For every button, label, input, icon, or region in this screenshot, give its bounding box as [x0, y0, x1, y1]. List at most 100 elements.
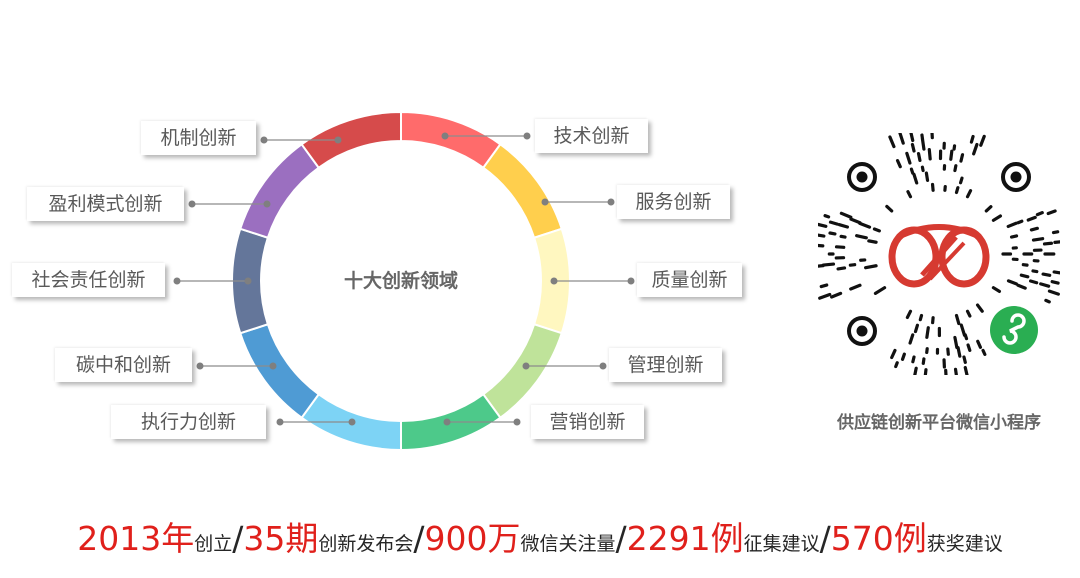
mini-program-qr-code — [818, 133, 1060, 375]
qr-module — [923, 368, 928, 375]
qr-module — [953, 164, 958, 173]
qr-module — [848, 263, 857, 267]
qr-module — [921, 357, 926, 365]
ring-segment-management — [481, 323, 563, 420]
stat-followers-unit: 万 — [487, 519, 521, 558]
qr-module — [1052, 270, 1060, 275]
brand-logo-icon — [881, 196, 997, 312]
connector-dot-profit-model-end — [188, 200, 196, 208]
stat-awards-desc: 获奖建议 — [926, 533, 1003, 555]
qr-module — [920, 165, 925, 173]
qr-module — [836, 266, 847, 271]
stat-year-unit: 年 — [161, 519, 195, 558]
qr-module — [920, 137, 926, 151]
qr-module — [818, 243, 825, 248]
connector-dot-carbon-neutral-end — [196, 362, 204, 370]
qr-module — [1016, 219, 1024, 225]
label-mechanism-innovation: 机制创新 — [141, 121, 256, 155]
qr-module — [830, 291, 843, 299]
qr-module — [839, 234, 847, 239]
qr-module — [818, 222, 828, 228]
qr-module — [966, 343, 972, 352]
qr-module — [909, 167, 915, 175]
qr-module — [913, 366, 918, 375]
stat-followers-desc: 微信关注量 — [520, 533, 616, 555]
connector-dot-mechanism-start — [334, 136, 342, 144]
center-title: 十大创新领域 — [343, 270, 458, 292]
qr-module — [895, 159, 902, 169]
qr-module — [913, 323, 919, 334]
qr-module — [873, 286, 887, 295]
connector-dot-tech-start — [441, 132, 449, 140]
label-tech-innovation: 技术创新 — [535, 119, 648, 153]
connector-dot-quality-start — [550, 277, 558, 285]
ring-segment-profit-model — [239, 142, 321, 239]
qr-module — [818, 292, 832, 300]
qr-module — [1044, 298, 1051, 304]
qr-module — [1039, 282, 1051, 288]
qr-module — [953, 367, 958, 375]
ring-segment-service — [481, 142, 563, 239]
label-profit-model-innovation: 盈利模式创新 — [27, 187, 184, 221]
qr-module — [890, 348, 897, 360]
qr-module — [975, 303, 984, 313]
qr-module — [956, 345, 962, 358]
qr-module — [920, 133, 925, 141]
qr-module — [821, 262, 836, 267]
qr-module — [834, 245, 846, 249]
connector-dot-tech-end — [523, 132, 531, 140]
qr-module — [858, 221, 872, 229]
qr-module — [864, 264, 878, 270]
label-execution-innovation: 执行力创新 — [111, 405, 266, 439]
connector-dot-carbon-neutral-start — [269, 362, 277, 370]
qr-module — [828, 231, 837, 236]
qr-module — [855, 234, 868, 240]
connector-dot-management-end — [599, 362, 607, 370]
qr-module — [837, 223, 849, 229]
connector-dot-management-start — [522, 362, 530, 370]
qr-module — [818, 233, 826, 238]
label-marketing-innovation: 营销创新 — [531, 405, 644, 439]
label-service-innovation: 服务创新 — [617, 185, 730, 219]
label-social-responsibility-innovation: 社会责任创新 — [12, 263, 165, 297]
stat-sessions-unit: 期 — [285, 519, 319, 558]
qr-finder-eye — [847, 316, 877, 346]
connector-dot-profit-model-start — [263, 200, 271, 208]
qr-module — [905, 151, 912, 165]
stat-separator: / — [232, 519, 244, 558]
qr-module — [908, 333, 915, 345]
qr-module — [1029, 279, 1039, 285]
qr-module — [1009, 234, 1019, 239]
qr-module — [972, 142, 979, 156]
qr-finder-dot — [1010, 171, 1022, 183]
stat-awards-number: 570 — [830, 519, 894, 558]
qr-module — [867, 239, 878, 244]
qr-module — [953, 335, 959, 350]
qr-module — [900, 352, 906, 361]
stat-awards-unit: 例 — [893, 519, 927, 558]
connector-dot-marketing-start — [443, 418, 451, 426]
qr-module — [849, 217, 862, 225]
qr-module — [894, 361, 899, 369]
qr-module — [959, 153, 965, 163]
qr-module — [909, 133, 915, 143]
stat-sessions-number: 35 — [243, 519, 286, 558]
qr-module — [963, 333, 969, 341]
qr-module — [979, 134, 986, 147]
qr-module — [963, 365, 969, 375]
qr-module — [839, 211, 853, 219]
qr-module — [1041, 272, 1052, 277]
stat-separator: / — [615, 519, 627, 558]
qr-module — [1046, 209, 1057, 216]
qr-module — [976, 339, 983, 349]
stat-separator: / — [413, 519, 425, 558]
stat-separator: / — [819, 519, 831, 558]
connector-dot-social-responsibility-start — [244, 277, 252, 285]
qr-module — [1047, 289, 1060, 296]
qr-module — [1006, 221, 1018, 229]
qr-module — [906, 190, 913, 199]
stat-suggestions-desc: 征集建议 — [743, 533, 820, 555]
qr-finder-dot — [856, 171, 868, 183]
qr-module — [930, 182, 935, 192]
